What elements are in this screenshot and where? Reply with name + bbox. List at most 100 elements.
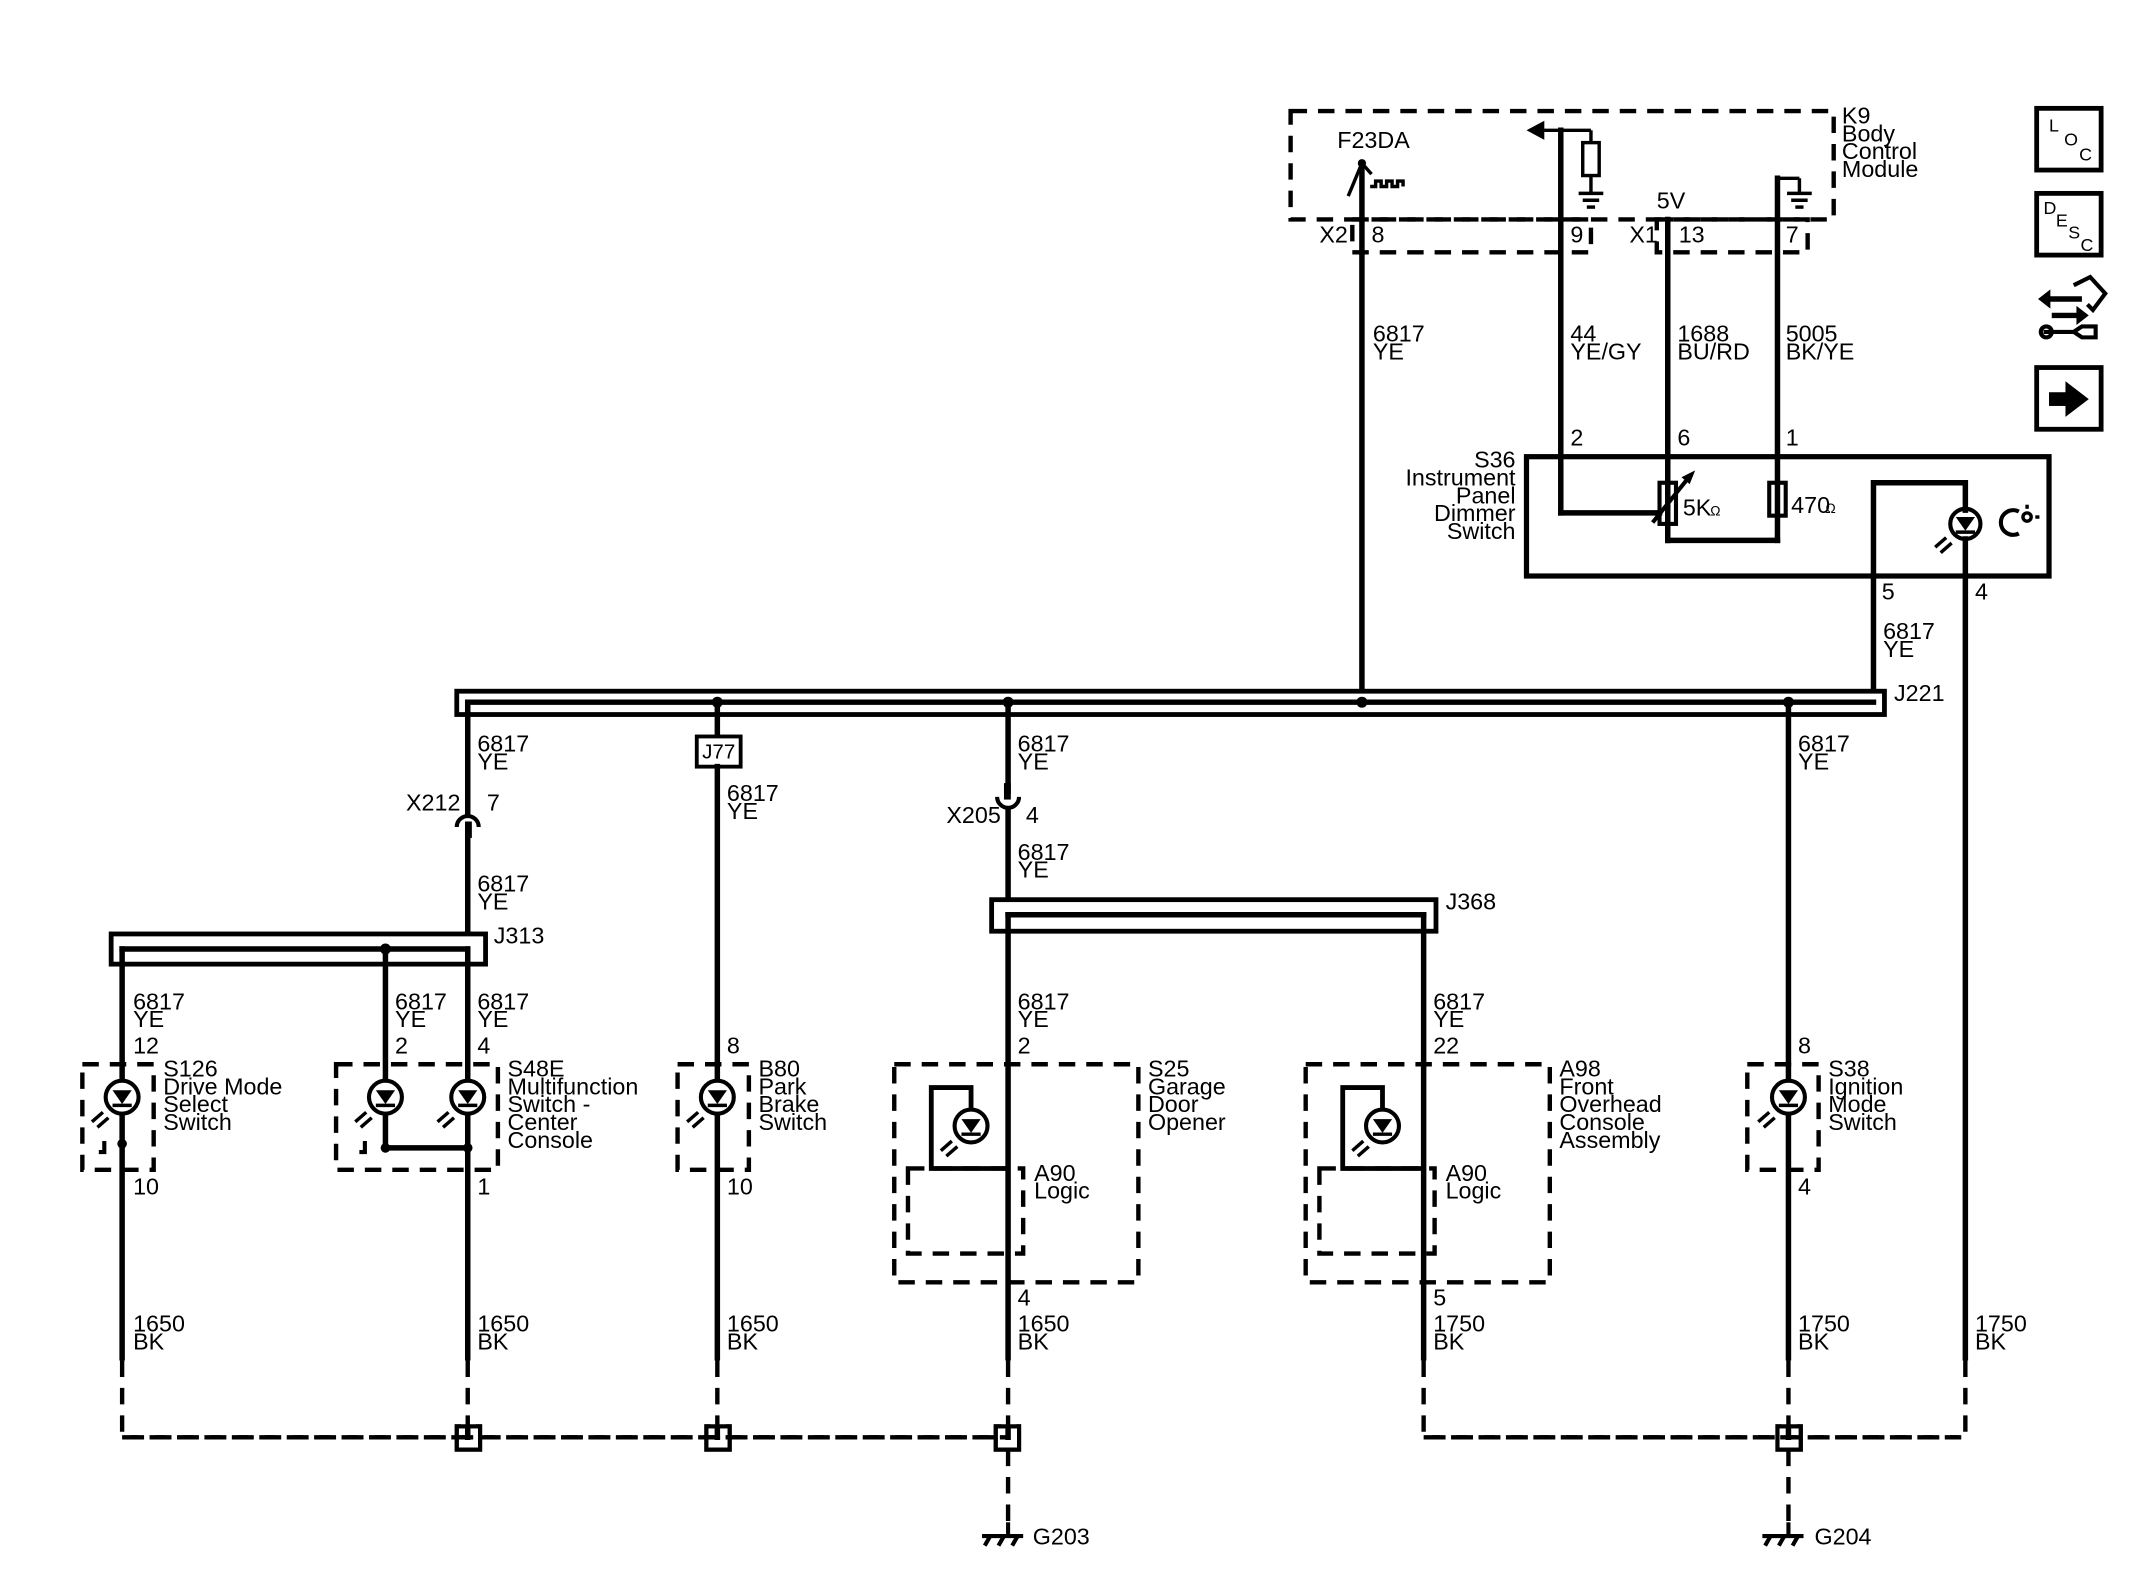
wire-1688-color: BU/RD bbox=[1677, 338, 1749, 364]
s126-pin-in: 12 bbox=[133, 1032, 159, 1058]
loc-letter-l: L bbox=[2049, 116, 2059, 136]
wire-1650-color-3: BK bbox=[727, 1329, 759, 1355]
s48e-name-1: Multifunction bbox=[508, 1073, 639, 1099]
a98-front-overhead-console-assembly[interactable]: 22 5 A98 Front Overhead Console Assembly… bbox=[1303, 1032, 1662, 1311]
wire-5005-num: 5005 bbox=[1786, 320, 1838, 346]
splice-j221: J221 bbox=[454, 680, 1945, 717]
ground-bus-g203 bbox=[119, 1360, 1022, 1523]
s25-name-2: Door bbox=[1148, 1091, 1199, 1117]
signal-arrow-icon bbox=[1526, 120, 1604, 209]
ground-g203-icon: G203 bbox=[982, 1522, 1090, 1549]
wire-1750-color-2: BK bbox=[1798, 1329, 1830, 1355]
wire-5005-color: BK/YE bbox=[1786, 338, 1855, 364]
s48e-multifunction-switch-center-console[interactable]: 2 4 1 S48E Multifunction Switch - Center… bbox=[333, 1032, 639, 1200]
b80-led-icon bbox=[686, 1078, 736, 1129]
s36-res-ohm: Ω bbox=[1825, 501, 1835, 516]
b80-pin-in: 8 bbox=[727, 1032, 740, 1058]
j77-label: J77 bbox=[702, 740, 735, 763]
wire-6817-num-9: 6817 bbox=[477, 988, 529, 1014]
wire-6817-color-2: YE bbox=[477, 888, 508, 914]
s25-led-icon bbox=[939, 1107, 990, 1158]
a98-sub-ref: A90 bbox=[1446, 1160, 1487, 1186]
desc-letter-e: E bbox=[2056, 210, 2068, 230]
g204-label: G204 bbox=[1814, 1523, 1871, 1549]
wire-1750-num-1: 1750 bbox=[1433, 1311, 1485, 1337]
connector-repair-icon[interactable] bbox=[2038, 274, 2108, 340]
s38-name-3: Switch bbox=[1828, 1109, 1897, 1135]
g203-label: G203 bbox=[1033, 1523, 1090, 1549]
x212-ref: X212 bbox=[406, 790, 460, 816]
loc-letter-o: O bbox=[2064, 129, 2078, 149]
wire-1650-num-1: 1650 bbox=[133, 1311, 185, 1337]
wire-6817-num-7: 6817 bbox=[133, 988, 185, 1014]
s36-res-value: 470 bbox=[1791, 492, 1830, 518]
s48e-ref: S48E bbox=[508, 1056, 565, 1082]
splice-j313: J313 bbox=[108, 923, 545, 967]
s36-pin-6: 6 bbox=[1677, 425, 1690, 451]
s48e-pin-a: 2 bbox=[395, 1032, 408, 1058]
a98-pin-out: 5 bbox=[1433, 1285, 1446, 1311]
wire-6817-num-10: 6817 bbox=[1018, 988, 1070, 1014]
s36-name-2: Panel bbox=[1456, 482, 1516, 508]
s25-garage-door-opener[interactable]: 2 4 S25 Garage Door Opener A90 Logic bbox=[892, 1032, 1226, 1311]
x212-pin: 7 bbox=[487, 790, 500, 816]
k9-body-control-module[interactable]: K9 Body Control Module F23DA X2 8 9 X1 1… bbox=[1288, 102, 1919, 255]
wire-1750-num-3: 1750 bbox=[1975, 1311, 2027, 1337]
wire-6817-num-8: 6817 bbox=[395, 988, 447, 1014]
a98-name-2: Overhead bbox=[1559, 1091, 1661, 1117]
wire-6817-color-7: YE bbox=[133, 1006, 164, 1032]
wire-6817-num-1: 6817 bbox=[477, 731, 529, 757]
b80-name-1: Park bbox=[758, 1073, 806, 1099]
wire-6817-num-5: 6817 bbox=[1018, 839, 1070, 865]
loc-button[interactable]: L O C bbox=[2034, 105, 2104, 173]
s25-name-3: Opener bbox=[1148, 1109, 1226, 1135]
wire-1650-num-3: 1650 bbox=[727, 1311, 779, 1337]
k9-conn-x2: X2 bbox=[1319, 222, 1348, 248]
wire-1650-num-2: 1650 bbox=[477, 1311, 529, 1337]
loc-letter-c: C bbox=[2079, 144, 2092, 164]
s38-name-2: Mode bbox=[1828, 1091, 1886, 1117]
dimmer-icon bbox=[1998, 504, 2040, 537]
a98-name-1: Front bbox=[1559, 1073, 1614, 1099]
j221-label: J221 bbox=[1894, 680, 1945, 706]
wire-6817-num-top: 6817 bbox=[1373, 320, 1425, 346]
s36-instrument-panel-dimmer-switch[interactable]: S36 Instrument Panel Dimmer Switch 2 6 1… bbox=[1405, 425, 2052, 1441]
s48e-name-3: Center bbox=[508, 1109, 578, 1135]
wire-6817-num-11: 6817 bbox=[1433, 988, 1485, 1014]
wire-1750-color-3: BK bbox=[1975, 1329, 2007, 1355]
next-arrow-button[interactable] bbox=[2034, 365, 2104, 432]
b80-pin-out: 10 bbox=[727, 1174, 753, 1200]
k9-pin-8: 8 bbox=[1372, 222, 1385, 248]
ground-g204-icon: G204 bbox=[1762, 1522, 1872, 1549]
b80-park-brake-switch[interactable]: 8 10 B80 Park Brake Switch bbox=[675, 1032, 828, 1200]
s48e-pin-b: 4 bbox=[477, 1032, 490, 1058]
s126-drive-mode-select-switch[interactable]: 12 10 S126 Drive Mode Select Switch bbox=[80, 1032, 282, 1200]
s38-led-icon bbox=[1757, 1078, 1807, 1129]
ground-icon bbox=[1777, 176, 1812, 209]
j313-label: J313 bbox=[494, 923, 545, 949]
s25-sub-name: Logic bbox=[1034, 1178, 1090, 1204]
a98-led-icon bbox=[1351, 1107, 1402, 1158]
k9-s36-wires bbox=[1359, 127, 1781, 705]
s48e-pin-out: 1 bbox=[477, 1174, 490, 1200]
k9-supply-5v: 5V bbox=[1657, 187, 1686, 213]
k9-pin-13: 13 bbox=[1679, 222, 1705, 248]
k9-name-2: Control bbox=[1842, 138, 1917, 164]
wire-1688-num: 1688 bbox=[1677, 320, 1729, 346]
s38-ignition-mode-switch[interactable]: 8 4 S38 Ignition Mode Switch bbox=[1745, 1032, 1903, 1200]
desc-button[interactable]: D E S C bbox=[2034, 190, 2104, 258]
s36-name-1: Instrument bbox=[1405, 464, 1516, 490]
wire-6817-color-5: YE bbox=[1018, 857, 1049, 883]
wire-44-color: YE/GY bbox=[1570, 338, 1642, 364]
a98-sub-name: Logic bbox=[1446, 1178, 1502, 1204]
wire-1750-color-1: BK bbox=[1433, 1329, 1465, 1355]
s25-name-1: Garage bbox=[1148, 1073, 1226, 1099]
k9-pin-7: 7 bbox=[1786, 222, 1799, 248]
k9-conn-x1: X1 bbox=[1629, 222, 1658, 248]
wire-6817-color-top: YE bbox=[1373, 338, 1404, 364]
s38-ref: S38 bbox=[1828, 1056, 1869, 1082]
j368-label: J368 bbox=[1446, 888, 1497, 914]
wire-6817-color-1: YE bbox=[477, 748, 508, 774]
wire-6817-color-9: YE bbox=[477, 1006, 508, 1032]
a98-ref: A98 bbox=[1559, 1056, 1600, 1082]
